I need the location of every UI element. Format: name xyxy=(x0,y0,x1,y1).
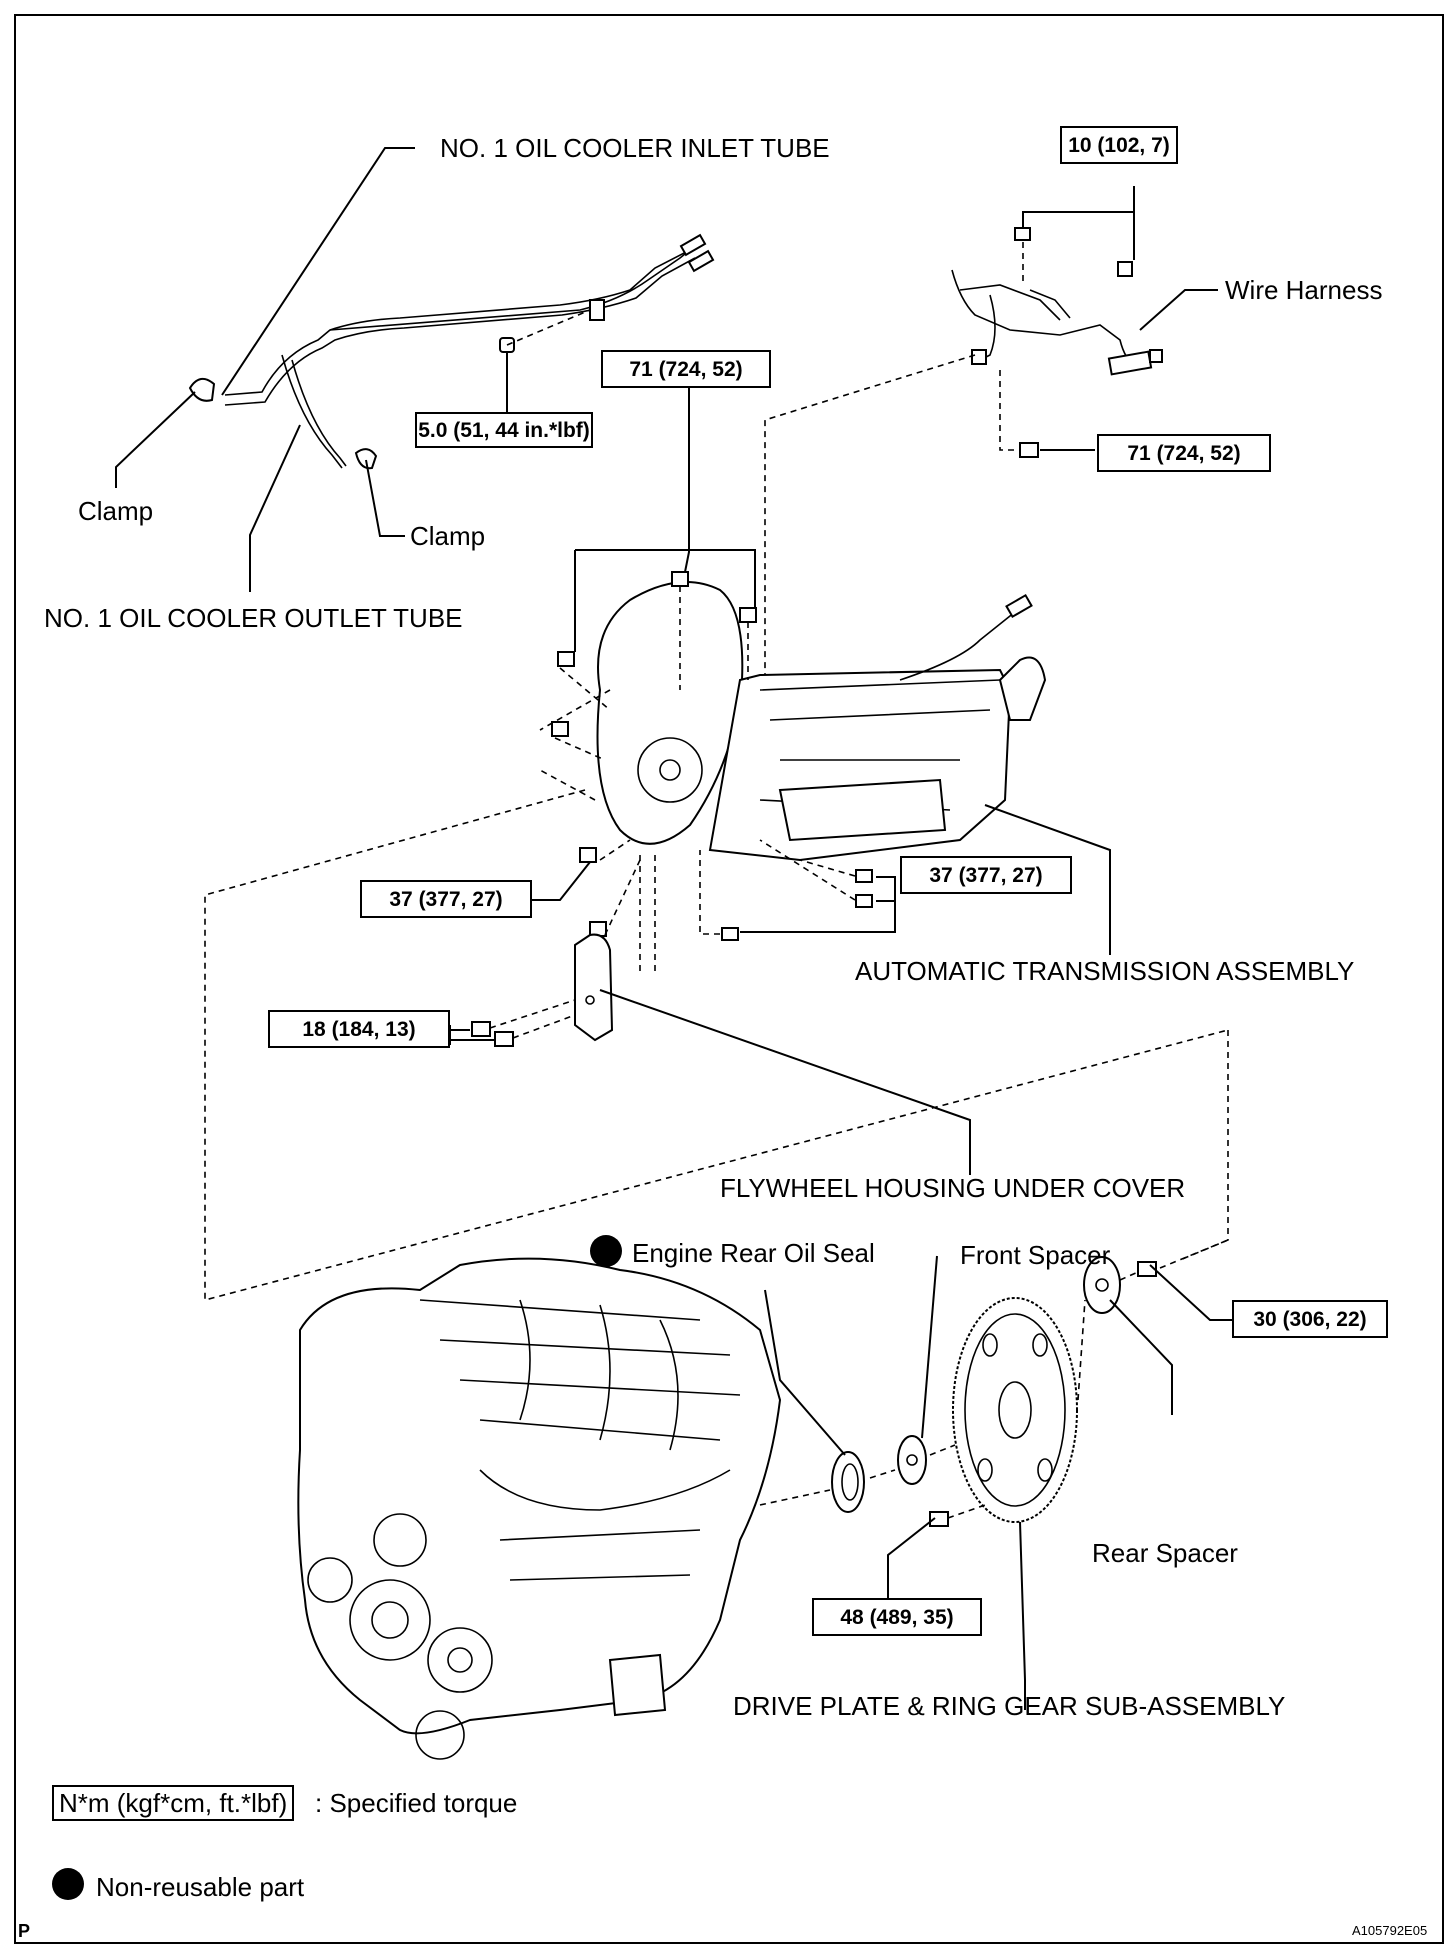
inlet-tube-label: NO. 1 OIL COOLER INLET TUBE xyxy=(440,133,830,163)
oil-cooler-tubes-drawing xyxy=(188,233,715,470)
rear-spacer-label: Rear Spacer xyxy=(1092,1538,1238,1568)
drive-plate-label: DRIVE PLATE & RING GEAR SUB-ASSEMBLY xyxy=(733,1691,1286,1721)
torque-box-harness-bolt: 10 (102, 7) xyxy=(1060,126,1178,164)
legend-non-reusable-label: Non-reusable part xyxy=(96,1872,305,1902)
flywheel-housing-cover-drawing xyxy=(574,933,614,1042)
outlet-tube-label: NO. 1 OIL COOLER OUTLET TUBE xyxy=(44,603,463,633)
front-spacer-drawing xyxy=(897,1435,927,1485)
diagram-frame xyxy=(14,14,1444,1944)
rear-oil-seal-label: Engine Rear Oil Seal xyxy=(632,1238,875,1268)
rear-spacer-drawing xyxy=(1083,1256,1121,1314)
transmission-drawing xyxy=(596,581,1047,862)
clamp-right-label: Clamp xyxy=(410,521,486,551)
wire-harness-drawing xyxy=(951,227,1163,376)
legend-torque-desc: : Specified torque xyxy=(315,1788,518,1818)
legend-non-reusable-icon xyxy=(52,1868,84,1900)
flywheel-cover-label: FLYWHEEL HOUSING UNDER COVER xyxy=(720,1173,1186,1203)
torque-box-tube-bolt: 5.0 (51, 44 in.*lbf) xyxy=(415,412,593,448)
page-letter: P xyxy=(18,1921,31,1941)
non-reusable-marker-icon xyxy=(590,1235,622,1267)
torque-box-harness-bracket: 71 (724, 52) xyxy=(1097,434,1271,472)
legend-torque-unit: N*m (kgf*cm, ft.*lbf) xyxy=(52,1785,295,1821)
torque-box-cover-bolt: 18 (184, 13) xyxy=(268,1010,450,1048)
engine-drawing xyxy=(297,1257,782,1760)
clamp-left-label: Clamp xyxy=(78,496,154,526)
torque-box-housing-top: 71 (724, 52) xyxy=(601,350,771,388)
rear-oil-seal-drawing xyxy=(831,1451,865,1513)
figure-id: A105792E05 xyxy=(1352,1923,1428,1938)
torque-box-housing-right: 37 (377, 27) xyxy=(900,856,1072,894)
torque-box-drive-plate-bolt: 30 (306, 22) xyxy=(1232,1300,1388,1338)
transmission-label: AUTOMATIC TRANSMISSION ASSEMBLY xyxy=(855,956,1355,986)
drive-plate-drawing xyxy=(952,1297,1078,1523)
torque-box-converter-bolt: 48 (489, 35) xyxy=(812,1598,982,1636)
wire-harness-label: Wire Harness xyxy=(1225,275,1383,305)
front-spacer-label: Front Spacer xyxy=(960,1240,1111,1270)
torque-box-housing-left: 37 (377, 27) xyxy=(360,880,532,918)
